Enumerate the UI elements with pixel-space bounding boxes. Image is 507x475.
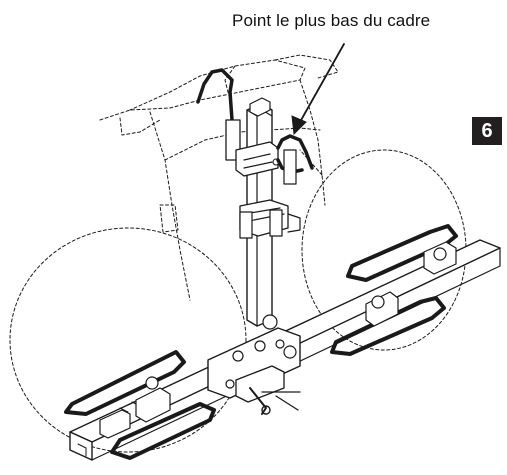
rear-wheel-outline [9,227,247,453]
right-wheel-cradle [330,224,458,356]
left-wheel-cradle [64,350,216,460]
pointer-arrow [291,43,345,136]
pivot-bracket [207,314,301,415]
upper-frame-clamp [196,68,314,185]
handlebar-outline [274,54,339,79]
step-number-badge: 6 [472,117,502,145]
lower-frame-clamp [239,199,301,239]
frame-lowest-point-label: Point le plus bas du cadre [232,11,431,30]
